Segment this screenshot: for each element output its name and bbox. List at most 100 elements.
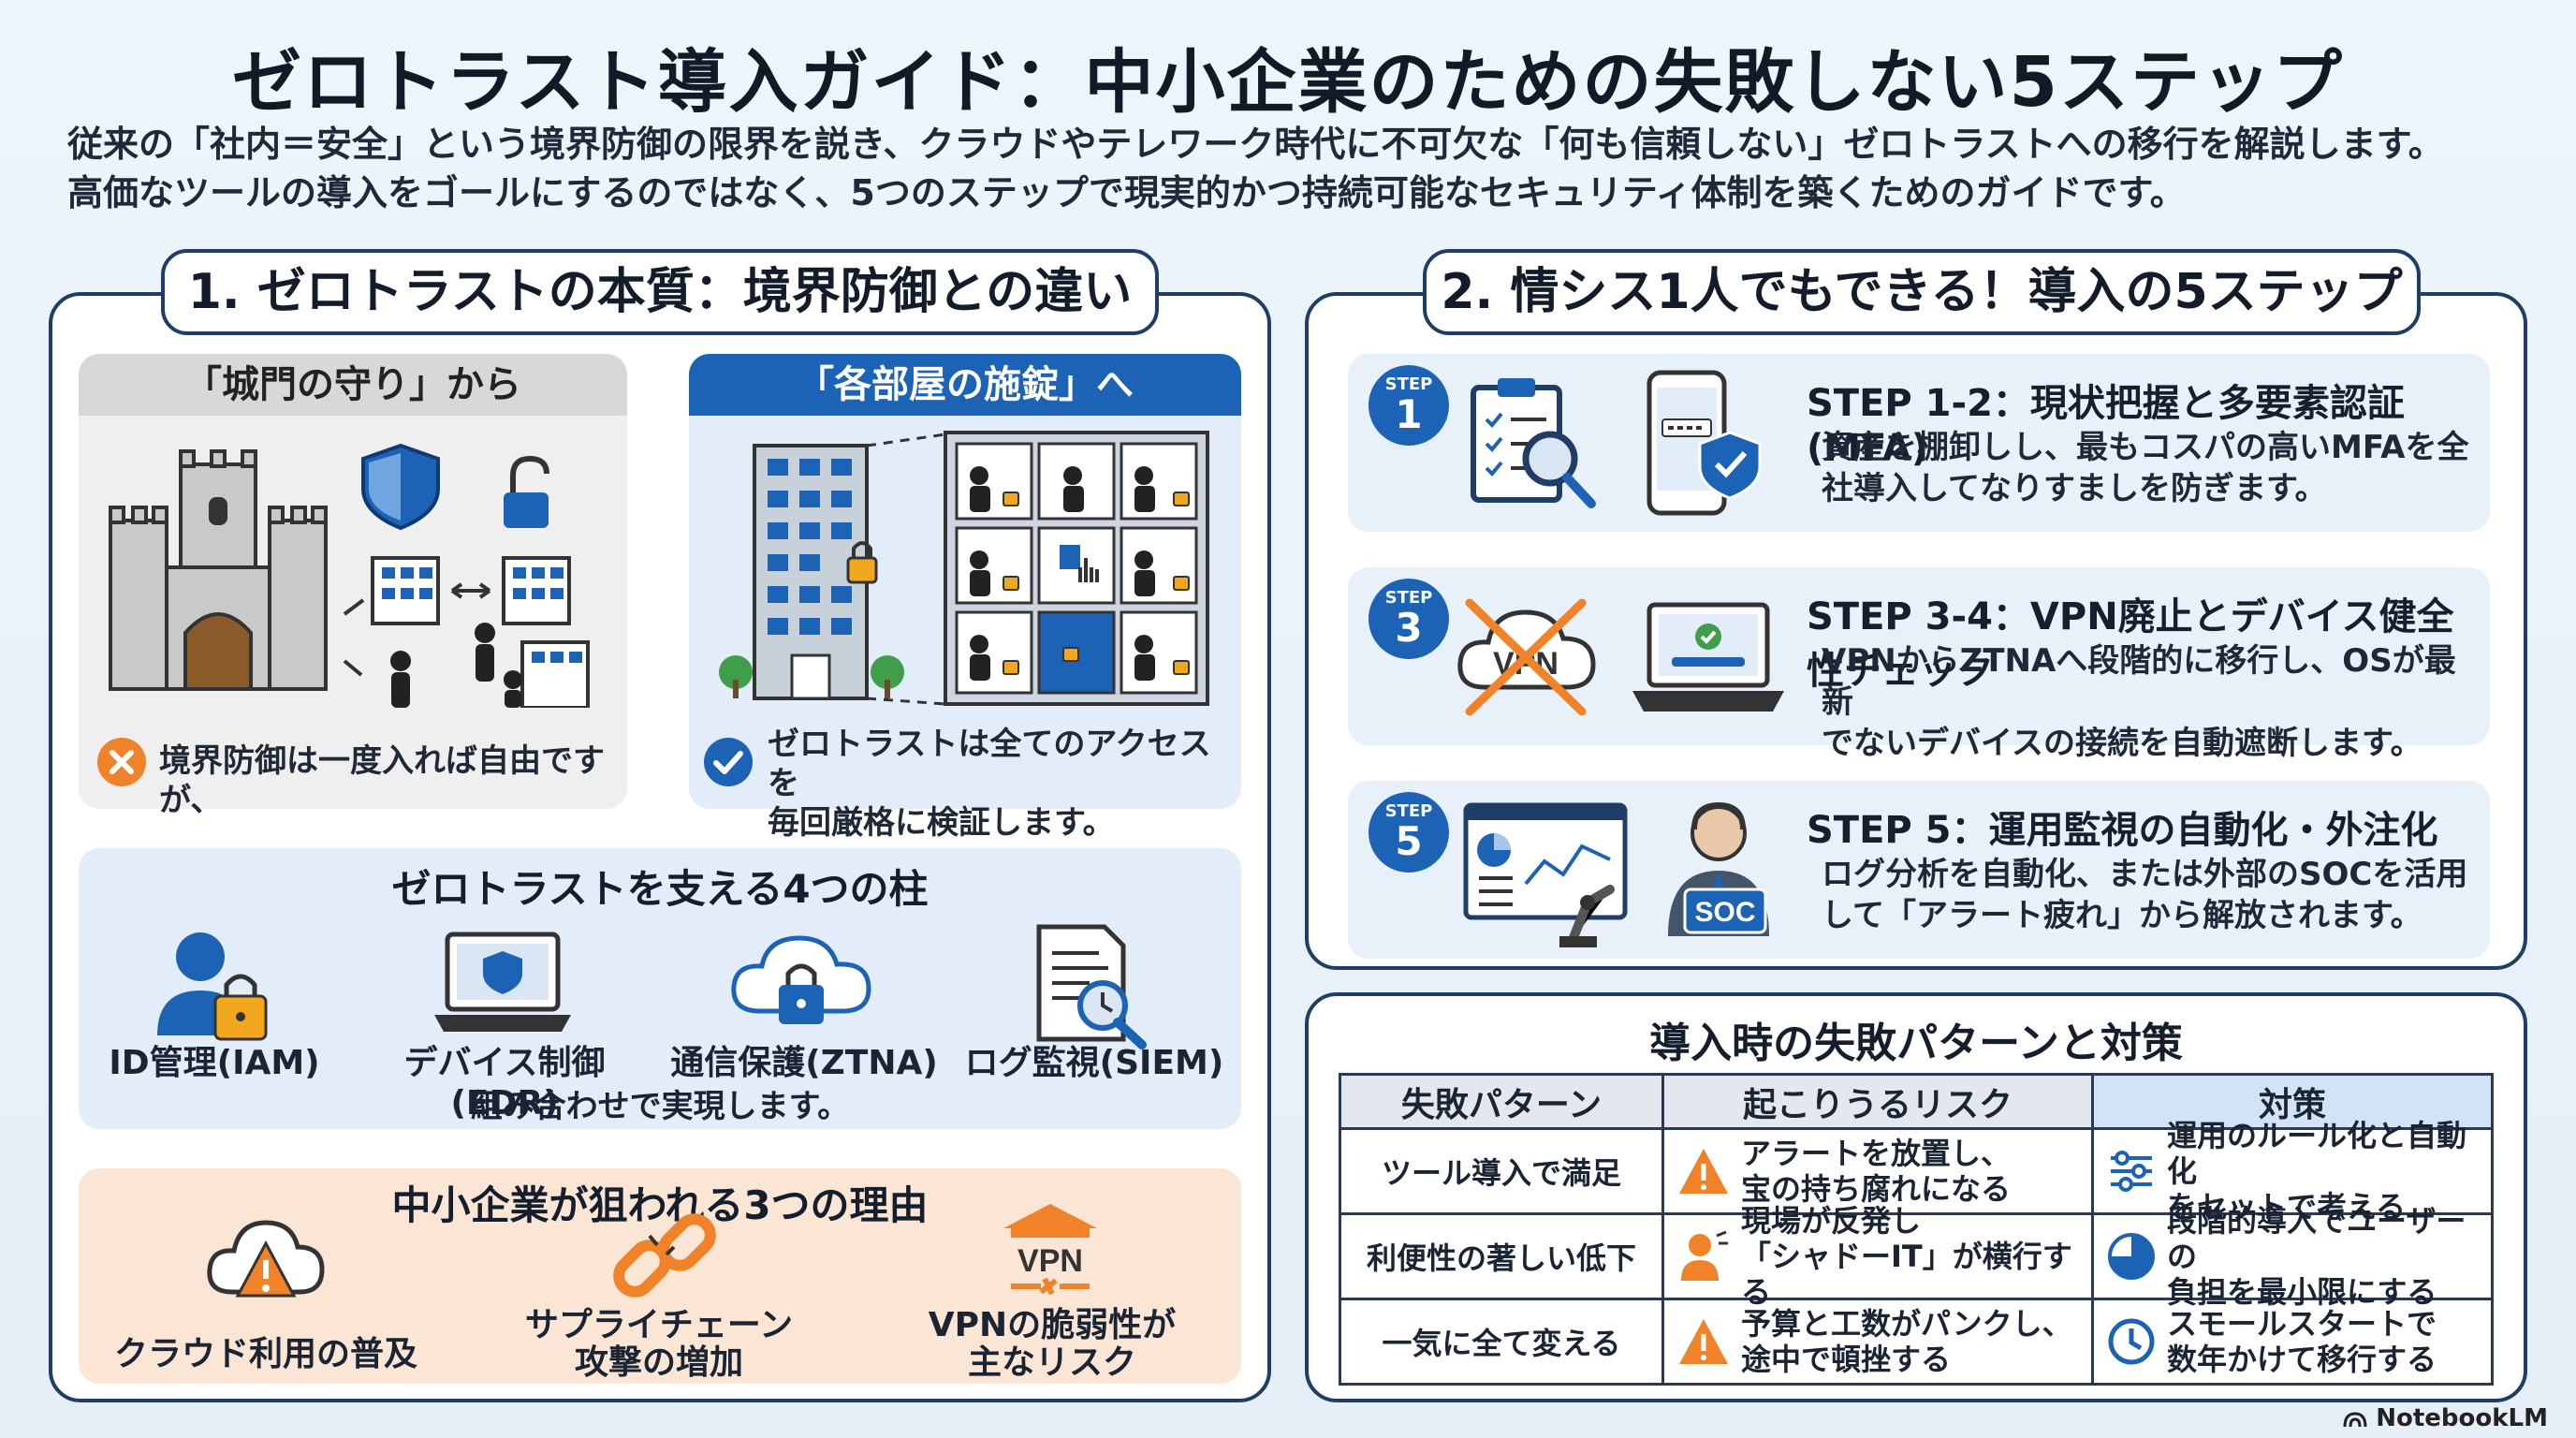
subtitle-line-2: 高価なツールの導入をゴールにするのではなく、5つのステップで現実的かつ持続可能な… [67,172,2186,213]
measure-line-1: スモールスタートで [2167,1306,2437,1342]
warning-icon [1679,1319,1728,1364]
measure-cell: スモールスタートで数年かけて移行する [2091,1298,2494,1386]
step-row-1: STEP 1 STEP 1-2：現状把握と多要素認証(MFA) 資産を棚卸しし、… [1348,354,2490,532]
step-badge-number: 1 [1395,391,1423,437]
risk-cell: 現場が反発し「シャドーIT」が横行する [1661,1203,2094,1310]
page-subtitle: 従来の「社内＝安全」という境界防御の限界を説き、クラウドやテレワーク時代に不可欠… [67,120,2520,217]
vpn-warning-icon: VPN [1003,1204,1097,1296]
dashboard-robot-icon [1463,802,1628,947]
failure-table: 失敗パターン 起こりうるリスク 対策 ツール導入で満足 アラートを放置し、宝の持… [1339,1073,2494,1386]
pie-progress-icon [2108,1233,2155,1280]
measure-cell: 運用のルール化と自動化をセットで考える [2091,1118,2494,1225]
measure-line-2: をセットで考える [2167,1189,2407,1225]
failure-table-header-measure: 対策 [2091,1073,2494,1130]
reason-label-supply-line-1: サプライチェーン [524,1306,794,1344]
risk-line-1: 現場が反発し [1741,1203,1922,1239]
step-badge-3: STEP 3 [1368,579,1449,659]
reason-label-vpn-line-1: VPNの脆弱性が [928,1306,1177,1344]
reason-label-supply-chain: サプライチェーン 攻撃の増加 [472,1307,846,1382]
zerotrust-card-header: 「各部屋の施錠」へ [689,354,1241,416]
failure-table-header-risk: 起こりうるリスク [1661,1073,2094,1130]
laptop-check-icon [1632,602,1784,712]
table-row: 一気に全て変える 予算と工数がパンクし、途中で頓挫する スモールスタートで数年か… [1339,1298,2494,1386]
risk-cell: アラートを放置し、宝の持ち腐れになる [1661,1127,2094,1215]
pillars-card: ゼロトラストを支える4つの柱 ID管理(IAM) デバイス制御(EDR) 通信保… [79,848,1241,1129]
laptop-shield-icon [434,932,571,1032]
sliders-icon [2111,1151,2152,1192]
warning-icon [1679,1149,1728,1194]
reasons-card: 中小企業が狙われる3つの理由 VPN クラウド利用の普及 サプライチェーン 攻撃… [79,1168,1241,1384]
pillar-label-siem: ログ監視(SIEM) [964,1044,1224,1082]
step-desc-1-line-1: 資産を棚卸しし、最もコスパの高いMFAを全 [1822,429,2469,466]
measure-cell: 段階的導入でユーザーの負担を最小限にする [2091,1203,2494,1310]
measure-line-1: 運用のルール化と自動化 [2167,1118,2467,1189]
step-title-1: STEP 1-2：現状把握と多要素認証(MFA) [1807,382,2405,470]
section2-title: 2. 情シス1人でもできる！導入の5ステップ [1423,249,2421,335]
phone-shield-icon [1647,370,1762,516]
vpn-crossed-cloud-icon: VPN [1457,598,1596,716]
zerotrust-caption: ゼロトラストは全てのアクセスを 毎回厳格に検証します。 [768,725,1236,843]
failure-pattern-cell: 利便性の著しい低下 [1339,1212,1664,1300]
step-badge-label: STEP [1384,374,1433,394]
pillar-label-edr: デバイス制御(EDR) [403,1044,606,1123]
page-title: ゼロトラスト導入ガイド：中小企業のための失敗しない5ステップ [231,42,2344,123]
broken-chain-icon [613,1213,716,1298]
step-badge-label: STEP [1384,588,1433,608]
perimeter-card: 「城門の守り」から [79,354,627,819]
pillars-footer: 組み合わせで実現します。 [470,1088,850,1125]
soc-operator-icon: SOC [1668,801,1769,936]
failure-pattern-cell: 一気に全て変える [1339,1298,1664,1386]
step-row-5: STEP 5 SOC STEP 5：運用監視の自動化・外注化 ログ分析を自動化、… [1348,781,2490,959]
table-row: 利便性の著しい低下 現場が反発し「シャドーIT」が横行する 段階的導入でユーザー… [1339,1203,2494,1310]
step-badge-number: 5 [1395,818,1423,864]
reason-label-cloud: クラウド利用の普及 [79,1314,453,1374]
castle-illustration [109,443,590,708]
step-desc-1-line-2: 社導入してなりすましを防ぎます。 [1822,470,2327,507]
perimeter-caption: 境界防御は一度入れば自由ですが、 [159,742,605,819]
step-row-3: STEP 3 VPN STEP 3-4：VPN廃止とデバイス健全性チェック VP… [1348,567,2490,762]
measure-line-1: 段階的導入でユーザーの [2167,1203,2466,1274]
table-row: ツール導入で満足 アラートを放置し、宝の持ち腐れになる 運用のルール化と自動化を… [1339,1118,2494,1225]
risk-line-2: 「シャドーIT」が横行する [1741,1239,2072,1310]
perimeter-card-header: 「城門の守り」から [79,354,627,416]
step-badge-label: STEP [1384,801,1433,821]
user-lock-icon [157,932,268,1041]
reason-label-vpn-line-2: 主なリスク [967,1343,1136,1382]
step-badge-1: STEP 1 [1368,365,1449,446]
cross-icon [97,738,146,786]
step-desc-5-line-2: して「アラート疲れ」から解放されます。 [1822,897,2422,934]
brand-text: NotebookLM [2376,1404,2548,1432]
clipboard-search-icon [1471,378,1596,508]
pillar-label-ztna: 通信保護(ZTNA) [670,1044,938,1082]
step-desc-1: 資産を棚卸しし、最もコスパの高いMFAを全 社導入してなりすましを防ぎます。 [1822,427,2477,509]
step-desc-3-line-2: でないデバイスの接続を自動遮断します。 [1822,725,2422,762]
subtitle-line-1: 従来の「社内＝安全」という境界防御の限界を説き、クラウドやテレワーク時代に不可欠… [67,124,2444,165]
pillars-title: ゼロトラストを支える4つの柱 [391,866,929,912]
step-desc-5-line-1: ログ分析を自動化、または外部のSOCを活用 [1822,856,2468,893]
section1-title: 1. ゼロトラストの本質：境界防御との違い [161,249,1159,335]
failure-table-header-pattern: 失敗パターン [1339,1073,1664,1130]
angry-person-icon [1681,1230,1728,1281]
measure-line-2: 負担を最小限にする [2167,1274,2437,1310]
step-title-3: STEP 3-4：VPN廃止とデバイス健全性チェック [1807,595,2454,693]
risk-line-2: 途中で頓挫する [1741,1342,1952,1377]
step-desc-5: ログ分析を自動化、または外部のSOCを活用 して「アラート疲れ」から解放されます… [1822,854,2477,936]
brand-label: NotebookLM [2343,1404,2548,1432]
risk-cell: 予算と工数がパンクし、途中で頓挫する [1661,1298,2094,1386]
vpn-icon-text: VPN [1017,1243,1083,1279]
step-title-5: STEP 5：運用監視の自動化・外注化 [1807,809,2438,852]
notebooklm-logo-icon [2343,1412,2367,1428]
office-rooms-illustration [719,431,1209,706]
soc-text: SOC [1694,897,1755,928]
risk-line-1: アラートを放置し、 [1741,1136,2012,1171]
reason-label-supply-line-2: 攻撃の増加 [574,1343,743,1382]
step-desc-3: VPNからZTNAへ段階的に移行し、OSが最新 でないデバイスの接続を自動遮断し… [1822,640,2477,764]
zerotrust-card: 「各部屋の施錠」へ [689,354,1241,842]
step-desc-3-line-1: VPNからZTNAへ段階的に移行し、OSが最新 [1822,642,2456,721]
failure-pattern-cell: ツール導入で満足 [1339,1127,1664,1215]
reason-label-vpn: VPNの脆弱性が 主なリスク [865,1307,1239,1382]
log-search-icon [1036,924,1147,1049]
zerotrust-caption-line-2: 毎回厳格に検証します。 [768,804,1115,842]
check-icon [704,738,753,786]
step-badge-5: STEP 5 [1368,792,1449,873]
